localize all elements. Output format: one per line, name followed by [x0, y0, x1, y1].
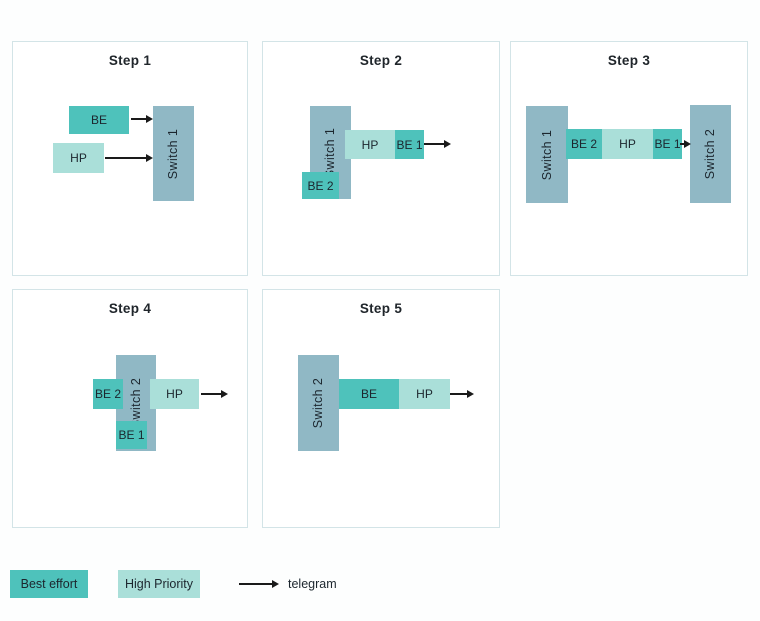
telegram-arrow [105, 157, 146, 159]
telegram-arrow [201, 393, 221, 395]
switch-2-label: Switch 2 [703, 128, 718, 180]
panel-step-3: Step 3 Switch 1 BE 2 HP BE 1 Switch 2 [510, 41, 748, 276]
legend-high-priority-swatch: High Priority [118, 570, 200, 598]
telegram-arrow [131, 118, 146, 120]
node-hp: HP [150, 379, 199, 409]
panel-step-5: Step 5 Switch 2 BE HP [262, 289, 500, 528]
step-title: Step 2 [359, 53, 403, 68]
switch-1-label: Switch 1 [540, 129, 555, 180]
node-be1: BE 1 [116, 421, 147, 449]
switch-2-label: Switch 2 [311, 377, 326, 429]
step-title: Step 3 [607, 53, 651, 68]
node-be: BE [339, 379, 399, 409]
node-hp: HP [53, 143, 104, 173]
switch-1-label: Switch 1 [166, 128, 181, 179]
panel-step-2: Step 2 Switch 1 HP BE 1 BE 2 [262, 41, 500, 276]
legend-telegram-label: telegram [288, 577, 337, 591]
node-hp: HP [345, 130, 395, 159]
step-title: Step 4 [108, 301, 152, 316]
legend-telegram-arrow [239, 583, 272, 585]
telegram-arrow [680, 143, 684, 145]
switch-1-label: Switch 1 [323, 127, 338, 178]
telegram-arrow [450, 393, 467, 395]
node-hp: HP [399, 379, 450, 409]
switch-1-box: Switch 1 [526, 106, 568, 203]
panel-step-4: Step 4 Switch 2 BE 2 BE 1 HP [12, 289, 248, 528]
node-be2: BE 2 [566, 129, 602, 159]
telegram-arrow [424, 143, 444, 145]
node-be: BE [69, 106, 129, 134]
node-be1: BE 1 [653, 129, 682, 159]
legend-best-effort-swatch: Best effort [10, 570, 88, 598]
node-hp: HP [602, 129, 653, 159]
node-be2: BE 2 [93, 379, 123, 409]
step-title: Step 1 [108, 53, 152, 68]
switch-2-box: Switch 2 [690, 105, 731, 203]
step-title: Step 5 [359, 301, 403, 316]
node-be2: BE 2 [302, 172, 339, 199]
panel-step-1: Step 1 BE HP Switch 1 [12, 41, 248, 276]
node-be1: BE 1 [395, 130, 424, 159]
switch-1-box: Switch 1 [153, 106, 194, 201]
switch-2-box: Switch 2 [298, 355, 339, 451]
